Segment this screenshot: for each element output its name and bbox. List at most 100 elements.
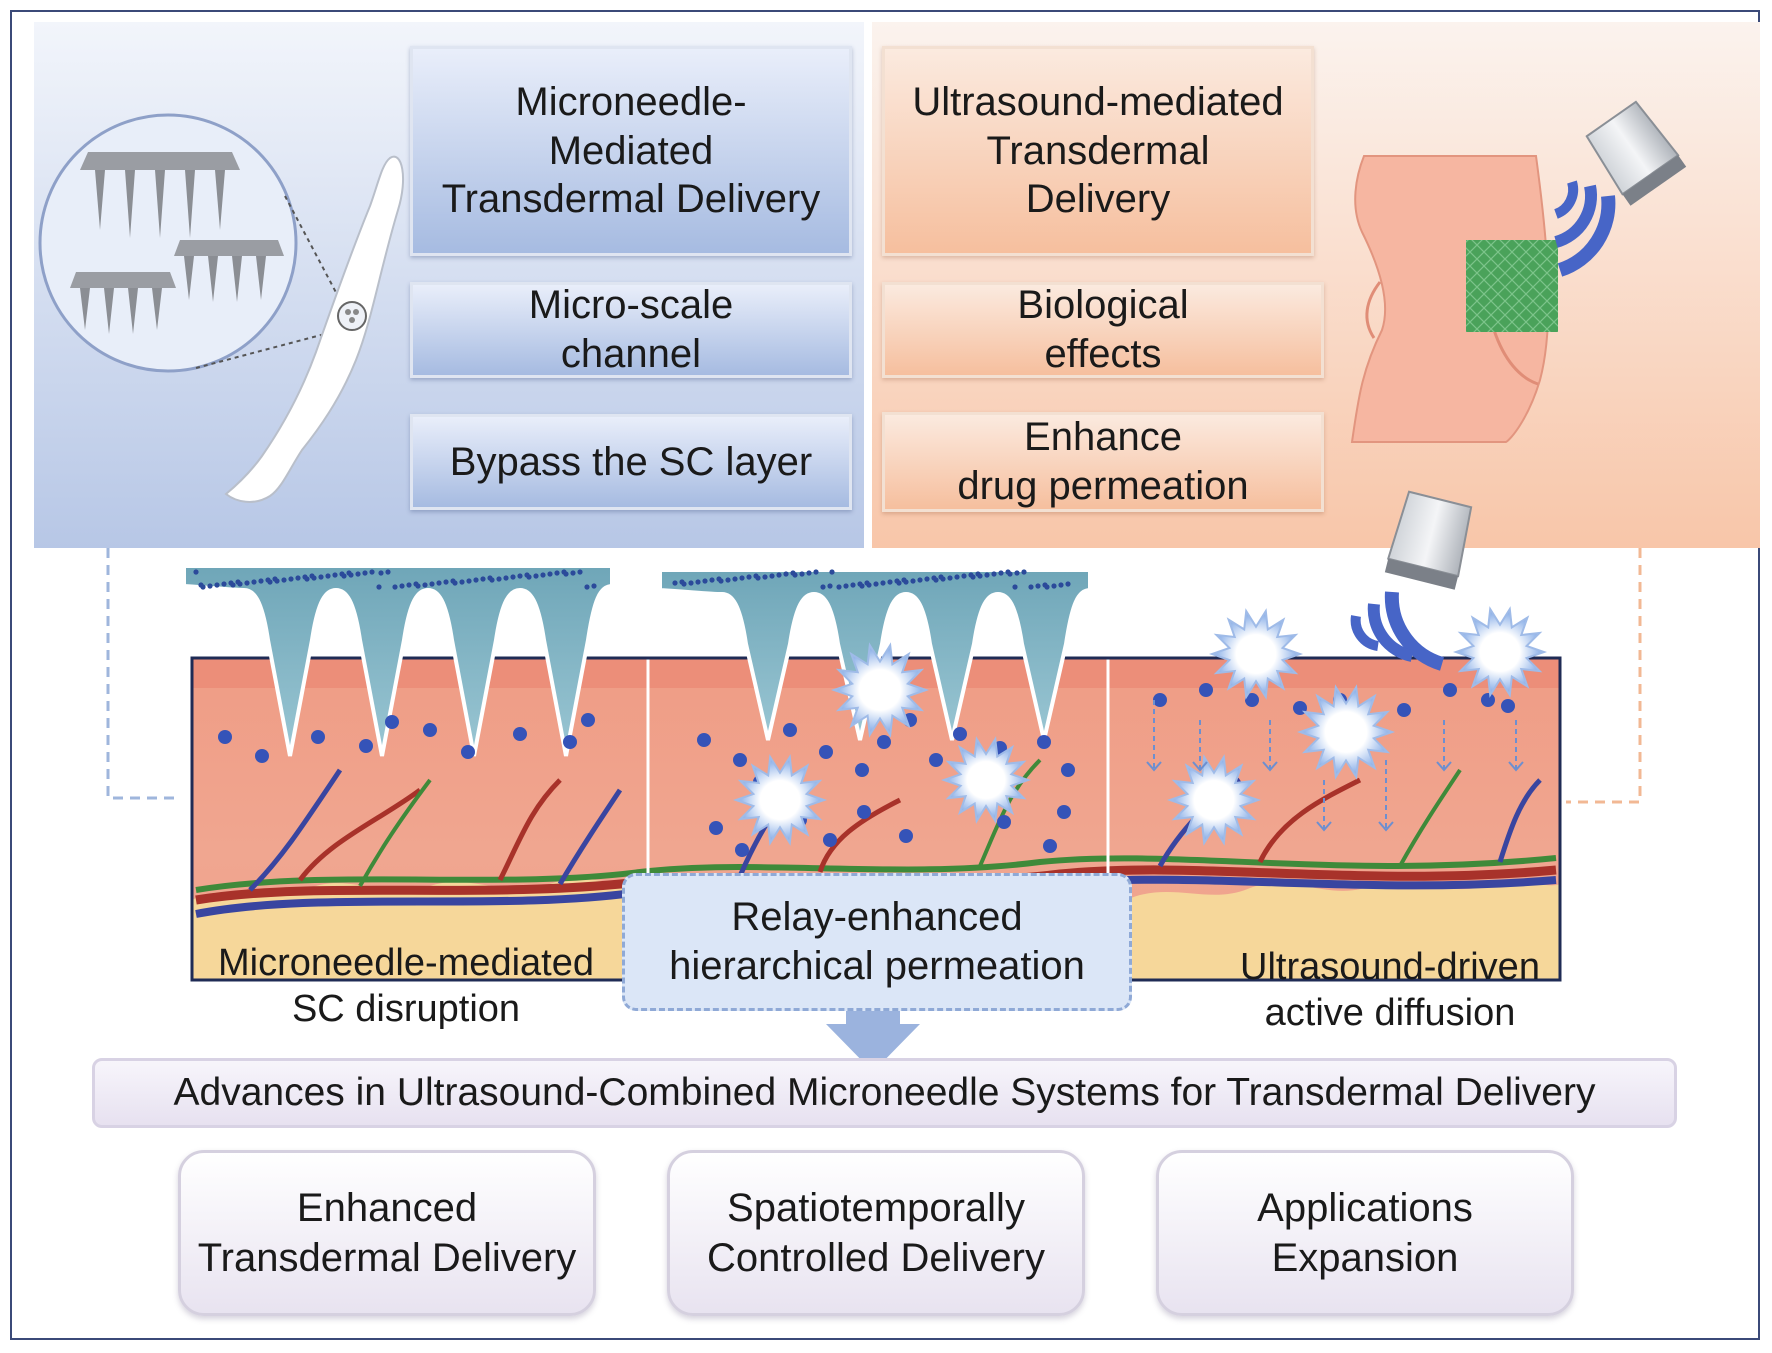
- patch-dot: [346, 570, 352, 576]
- patch-dot: [309, 573, 315, 579]
- outcome-controlled-delivery: Spatiotemporally Controlled Delivery: [667, 1150, 1085, 1316]
- cavitation-burst-icon: [1208, 608, 1304, 700]
- drug-dot: [581, 713, 595, 727]
- drug-dot: [899, 829, 913, 843]
- drug-dot: [1501, 699, 1515, 713]
- patch-dot: [591, 583, 597, 589]
- patch-dot: [198, 582, 204, 588]
- patch-dot: [436, 580, 442, 586]
- patch-dot: [739, 575, 745, 581]
- patch-dot: [318, 574, 324, 580]
- patch-dot: [459, 579, 465, 585]
- patch-dot: [806, 570, 812, 576]
- patch-dot: [540, 572, 546, 578]
- patch-dot: [369, 569, 375, 575]
- drug-dot: [1153, 693, 1167, 707]
- diffusion-arrowhead: [1436, 761, 1452, 772]
- patch-dot: [392, 584, 398, 590]
- cavitation-burst-icon: [1296, 684, 1396, 780]
- patch-dot: [709, 577, 715, 583]
- patch-dot: [429, 581, 435, 587]
- arm-icon: [224, 155, 405, 503]
- drug-dot: [1443, 683, 1457, 697]
- patch-dot: [554, 570, 560, 576]
- drug-dot: [697, 733, 711, 747]
- patch-dot: [947, 575, 953, 581]
- diffusion-arrows: [1146, 700, 1524, 832]
- drug-dot: [709, 821, 723, 835]
- patch-dot: [450, 578, 456, 584]
- patch-dot: [302, 574, 308, 580]
- patch-dot: [827, 583, 833, 589]
- diffusion-arrowhead: [1192, 761, 1208, 772]
- patch-dot: [924, 576, 930, 582]
- cavitation-burst-icon: [1166, 754, 1262, 846]
- patch-dot: [762, 574, 768, 580]
- patch-dot: [917, 577, 923, 583]
- torso-patch-icon: [1350, 155, 1558, 443]
- patch-dot: [207, 583, 213, 589]
- biological-effects-box: Biological effects: [882, 282, 1324, 378]
- ultrasound-probe-icon: [1553, 100, 1687, 277]
- drug-dot: [1481, 693, 1495, 707]
- drug-dot: [953, 727, 967, 741]
- enhance-permeation-box: Enhance drug permeation: [882, 412, 1324, 512]
- drug-dot: [255, 749, 269, 763]
- drug-dot: [997, 815, 1011, 829]
- patch-dot: [510, 574, 516, 580]
- patch-dot: [1014, 570, 1020, 576]
- drug-dot: [1043, 839, 1057, 853]
- drug-dot: [1037, 735, 1051, 749]
- drug-dot: [823, 833, 837, 847]
- patch-dot: [466, 578, 472, 584]
- patch-dot: [524, 572, 530, 578]
- patch-dot: [561, 569, 567, 575]
- patch-dot: [769, 573, 775, 579]
- drug-dot: [218, 730, 232, 744]
- patch-dot: [753, 573, 759, 579]
- drug-dot: [311, 730, 325, 744]
- patch-dot: [688, 580, 694, 586]
- microneedle-title-box: Microneedle- Mediated Transdermal Delive…: [410, 46, 852, 256]
- patch-dot: [1042, 582, 1048, 588]
- cavitation-burst-icon: [940, 736, 1032, 824]
- patch-dot: [422, 582, 428, 588]
- drug-dot: [783, 723, 797, 737]
- patch-dot: [339, 571, 345, 577]
- drug-dot: [385, 715, 399, 729]
- patch-dot: [1051, 583, 1057, 589]
- drug-dot: [819, 745, 833, 759]
- drug-dot: [513, 727, 527, 741]
- patch-dot: [998, 570, 1004, 576]
- patch-dot: [910, 578, 916, 584]
- patch-dot: [984, 572, 990, 578]
- patch-dot: [235, 579, 241, 585]
- drug-dot: [1199, 683, 1213, 697]
- drug-dot: [733, 753, 747, 767]
- skin-ultrasound-probe-icon: [1350, 490, 1473, 671]
- patch-dot: [487, 575, 493, 581]
- cavitation-burst-icon: [1452, 606, 1548, 698]
- patch-dot: [332, 572, 338, 578]
- patch-dot: [725, 577, 731, 583]
- patch-dot: [265, 577, 271, 583]
- diffusion-arrowhead: [1146, 761, 1162, 772]
- patch-dot: [496, 576, 502, 582]
- drug-dot: [877, 735, 891, 749]
- patch-dot: [672, 580, 678, 586]
- patch-dot: [221, 581, 227, 587]
- patch-dot: [864, 580, 870, 586]
- cavitation-burst-icon: [830, 642, 930, 738]
- patch-dot: [570, 570, 576, 576]
- patch-dot: [281, 577, 287, 583]
- patch-dot: [1058, 582, 1064, 588]
- patch-dot: [517, 573, 523, 579]
- patch-dot: [968, 572, 974, 578]
- patch-dot: [473, 577, 479, 583]
- patch-dot: [362, 570, 368, 576]
- drug-dot: [929, 753, 943, 767]
- patch-dot: [887, 579, 893, 585]
- patch-dot: [991, 571, 997, 577]
- patch-dot: [961, 573, 967, 579]
